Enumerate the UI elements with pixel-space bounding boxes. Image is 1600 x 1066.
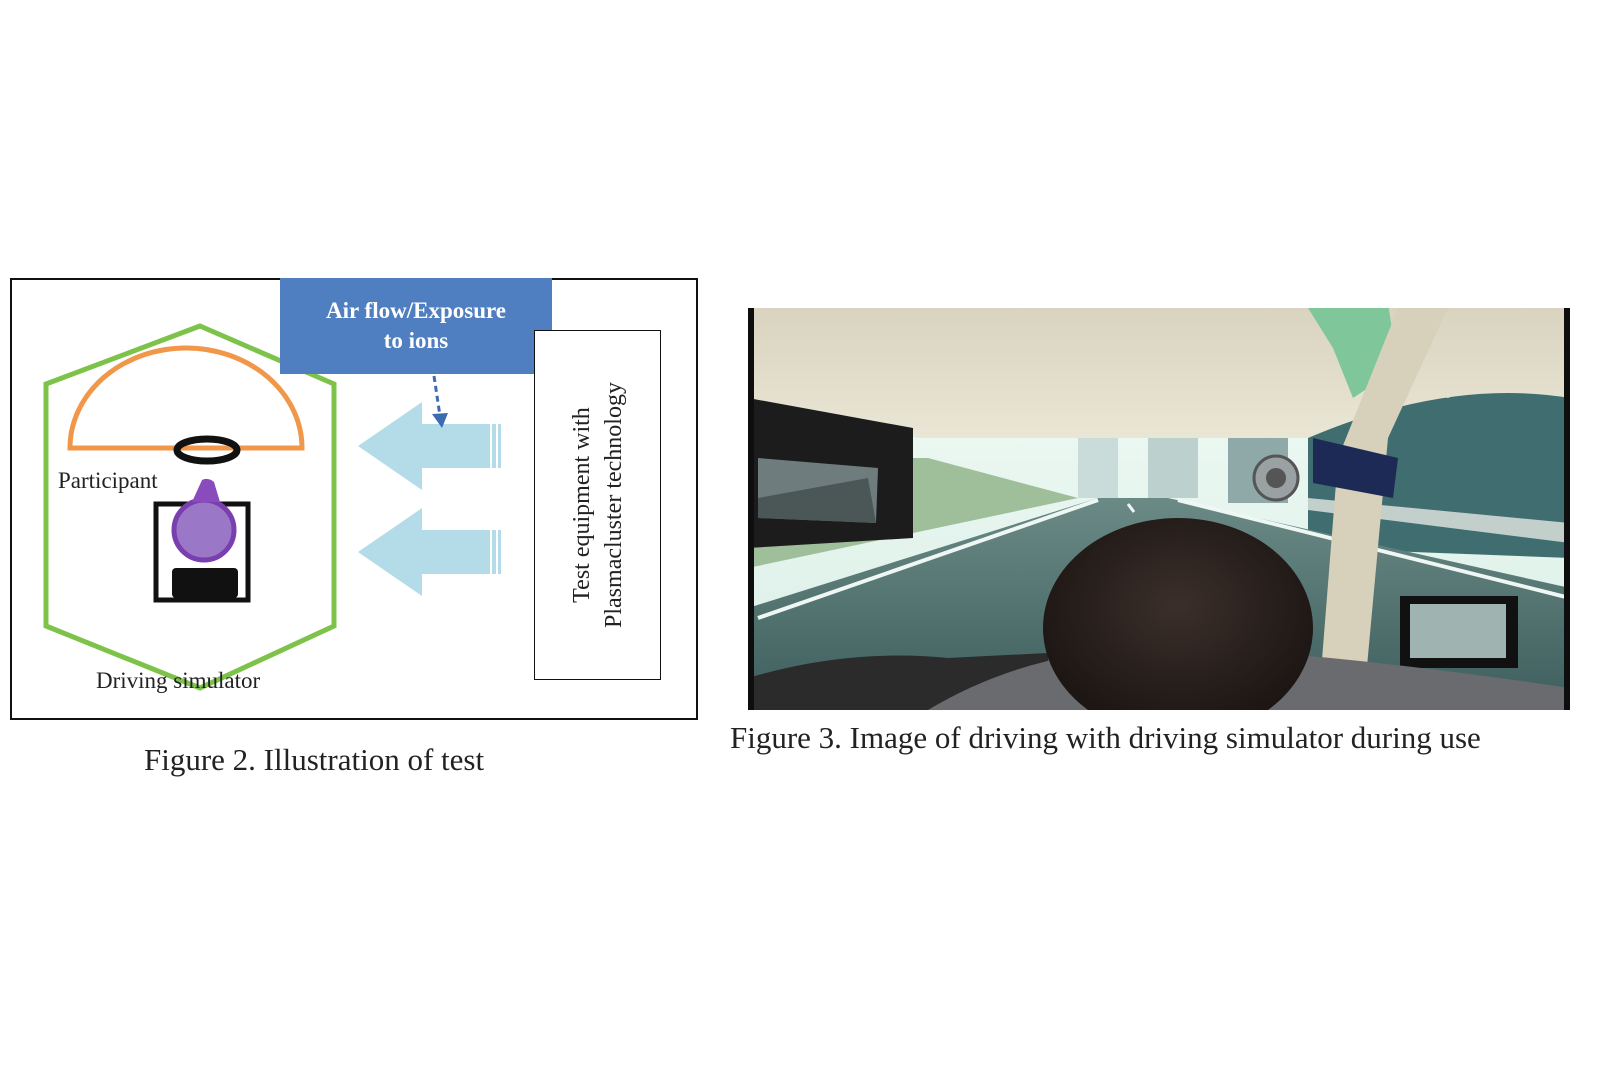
participant-label: Participant [58, 468, 158, 493]
diagram-graphics [43, 323, 501, 691]
airflow-arrow-icon [358, 402, 501, 490]
callout-line-1: Air flow/Exposure [326, 298, 506, 323]
participant-direction-icon [192, 478, 220, 502]
figure-2-diagram: Air flow/Exposure to ions Test equipment… [10, 278, 698, 720]
figure-2-caption: Figure 2. Illustration of test [144, 742, 485, 777]
equipment-label: Test equipment with Plasmacluster techno… [566, 340, 630, 670]
steering-wheel-icon [173, 435, 241, 465]
seat-back [172, 568, 238, 598]
figure-3-caption: Figure 3. Image of driving with driving … [730, 720, 1481, 755]
simulator-hexagon [43, 323, 337, 691]
dashed-arrow [432, 375, 442, 417]
airflow-callout: Air flow/Exposure to ions [280, 278, 552, 374]
equipment-line-1: Test equipment with [568, 407, 595, 603]
equipment-line-2: Plasmacluster technology [600, 382, 627, 628]
callout-line-2: to ions [383, 328, 449, 353]
figure-3-photo [748, 308, 1570, 710]
test-equipment-box: Test equipment with Plasmacluster techno… [534, 330, 661, 680]
airflow-arrow-icon [358, 508, 501, 596]
dashed-arrowhead [432, 413, 448, 428]
participant-head-icon [171, 497, 237, 563]
simulator-label: Driving simulator [96, 668, 261, 693]
screen-dome [67, 345, 305, 451]
